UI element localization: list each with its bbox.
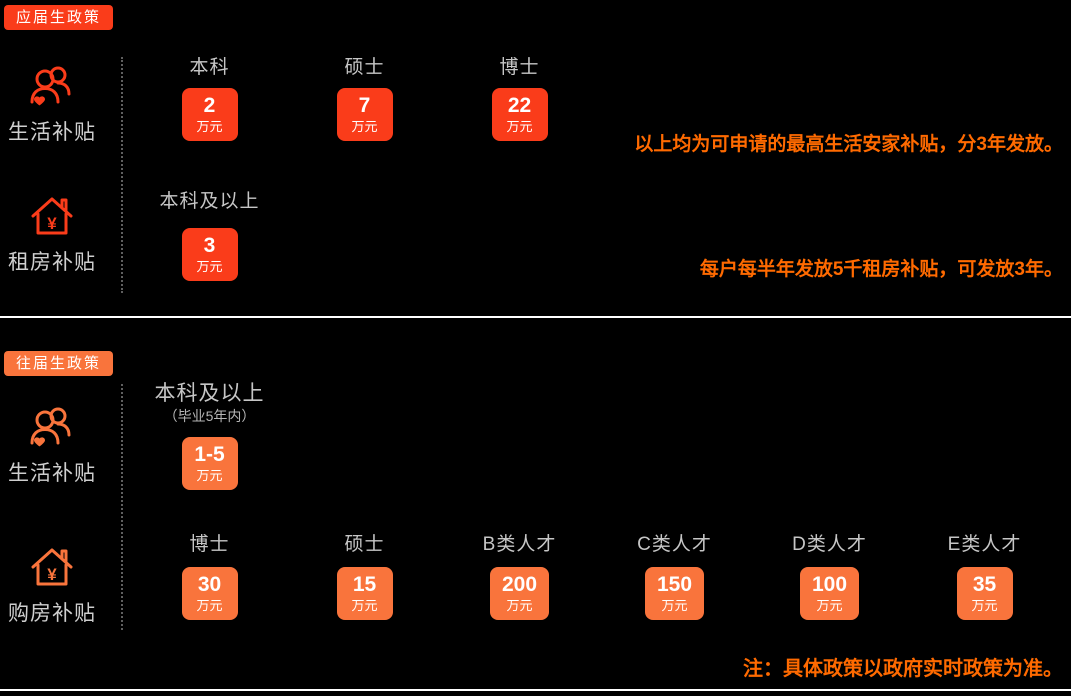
- category-label-purchase-subsidy: 购房补贴: [8, 602, 96, 625]
- bottom-border-line: [0, 689, 1071, 691]
- amount-unit: 万元: [661, 598, 688, 613]
- amount-unit: 万元: [971, 598, 998, 613]
- amount-unit: 万元: [196, 119, 223, 134]
- subsidy-item-talent-d: D类人才 100 万元: [752, 533, 907, 620]
- amount-unit: 万元: [196, 468, 223, 483]
- house-yen-icon: ¥: [27, 192, 77, 240]
- subsidy-item-talent-e: E类人才 35 万元: [907, 533, 1062, 620]
- category-label-living-subsidy: 生活补贴: [8, 462, 96, 485]
- degree-label: 博士: [499, 57, 540, 78]
- talent-class-label: C类人才: [637, 534, 712, 555]
- amount-badge: 2 万元: [181, 88, 238, 141]
- rent-subsidy-category: ¥ 租房补贴: [0, 192, 104, 276]
- amount-unit: 万元: [506, 598, 533, 613]
- amount-value: 30: [197, 573, 222, 596]
- amount-value: 3: [203, 234, 216, 257]
- subsidy-item-bachelor: 本科 2 万元: [132, 56, 287, 141]
- subsidy-item-talent-c: C类人才 150 万元: [597, 533, 752, 620]
- amount-badge: 3 万元: [181, 228, 238, 281]
- amount-value: 100: [811, 573, 848, 596]
- rent-subsidy-note: 每户每半年发放5千租房补贴，可发放3年。: [699, 259, 1063, 280]
- amount-value: 35: [972, 573, 997, 596]
- people-heart-icon: [27, 403, 77, 451]
- amount-value: 1-5: [194, 443, 225, 466]
- amount-value: 22: [507, 94, 532, 117]
- talent-class-label: B类人才: [482, 534, 557, 555]
- amount-unit: 万元: [506, 119, 533, 134]
- subsidy-item-phd: 博士 30 万元: [132, 533, 287, 620]
- living-subsidy-items-prev: 本科及以上 （毕业5年内） 1-5 万元: [132, 381, 287, 490]
- subsidy-item-talent-b: B类人才 200 万元: [442, 533, 597, 620]
- amount-badge: 150 万元: [644, 567, 705, 620]
- amount-value: 200: [501, 573, 538, 596]
- living-subsidy-category-prev: 生活补贴: [0, 403, 104, 487]
- category-label-living-subsidy: 生活补贴: [8, 121, 96, 144]
- talent-class-label: D类人才: [792, 534, 867, 555]
- amount-unit: 万元: [196, 259, 223, 274]
- amount-badge: 1-5 万元: [181, 437, 238, 490]
- amount-unit: 万元: [351, 119, 378, 134]
- living-subsidy-note: 以上均为可申请的最高生活安家补贴，分3年发放。: [634, 134, 1063, 155]
- purchase-subsidy-items: 博士 30 万元 硕士 15 万元 B类人才 200 万元 C类人才 150: [132, 533, 1062, 620]
- talent-class-label: E类人才: [947, 534, 1022, 555]
- amount-unit: 万元: [351, 598, 378, 613]
- section-tag-previous-graduates: 往届生政策: [4, 351, 114, 376]
- dotted-divider-top: [121, 57, 123, 293]
- living-subsidy-category: 生活补贴: [0, 62, 104, 146]
- amount-value: 2: [203, 94, 216, 117]
- category-label-rent-subsidy: 租房补贴: [8, 251, 96, 274]
- amount-badge: 22 万元: [491, 88, 548, 141]
- section-tag-fresh-graduates: 应届生政策: [4, 5, 114, 30]
- amount-value: 7: [358, 94, 371, 117]
- subsidy-item-phd: 博士 22 万元: [442, 56, 597, 141]
- amount-value: 15: [352, 573, 377, 596]
- subsidy-item-bachelor-and-above: 本科及以上 3 万元: [132, 190, 287, 281]
- dotted-divider-bottom: [121, 384, 123, 630]
- living-subsidy-items: 本科 2 万元 硕士 7 万元 博士 22 万元: [132, 56, 597, 141]
- amount-badge: 7 万元: [336, 88, 393, 141]
- amount-badge: 100 万元: [799, 567, 860, 620]
- section-divider-line: [0, 316, 1071, 318]
- degree-label: 硕士: [344, 57, 385, 78]
- degree-sublabel: （毕业5年内）: [163, 408, 256, 424]
- purchase-subsidy-category: ¥ 购房补贴: [0, 543, 104, 627]
- amount-badge: 30 万元: [181, 567, 238, 620]
- degree-label: 本科及以上: [159, 191, 260, 212]
- svg-text:¥: ¥: [47, 565, 57, 584]
- subsidy-item-master: 硕士 15 万元: [287, 533, 442, 620]
- rent-subsidy-items: 本科及以上 3 万元: [132, 190, 287, 281]
- amount-badge: 200 万元: [489, 567, 550, 620]
- svg-text:¥: ¥: [47, 214, 57, 233]
- footer-note: 注：具体政策以政府实时政策为准。: [743, 658, 1063, 680]
- amount-value: 150: [656, 573, 693, 596]
- amount-badge: 15 万元: [336, 567, 393, 620]
- amount-unit: 万元: [196, 598, 223, 613]
- degree-label: 本科: [189, 57, 230, 78]
- amount-badge: 35 万元: [956, 567, 1013, 620]
- degree-label: 硕士: [344, 534, 385, 555]
- amount-unit: 万元: [816, 598, 843, 613]
- people-heart-icon: [27, 62, 77, 110]
- subsidy-item-bachelor-and-above: 本科及以上 （毕业5年内） 1-5 万元: [132, 381, 287, 490]
- degree-label: 本科及以上: [154, 382, 265, 405]
- house-yen-icon: ¥: [27, 543, 77, 591]
- subsidy-item-master: 硕士 7 万元: [287, 56, 442, 141]
- degree-label: 博士: [189, 534, 230, 555]
